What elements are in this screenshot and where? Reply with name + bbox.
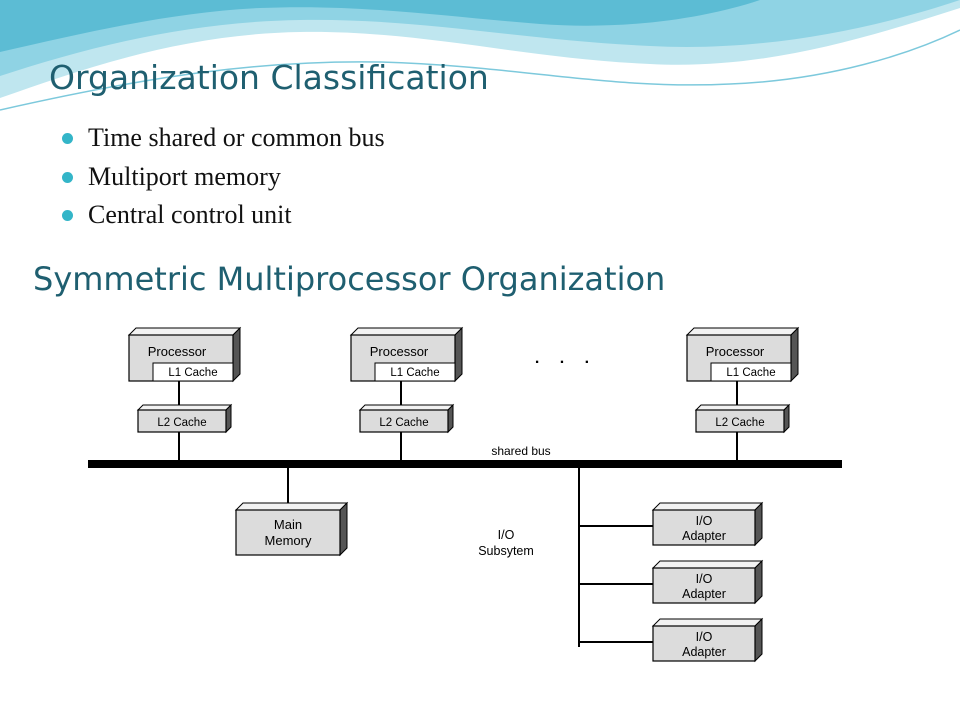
main-memory-node: Main Memory [234, 468, 349, 557]
bullet-item: Multiport memory [62, 159, 385, 198]
processor-label: Processor [370, 344, 429, 359]
io-adapter-3: I/O Adapter [651, 617, 764, 663]
main-memory-line2: Memory [265, 533, 312, 548]
l2-cache-label: L2 Cache [715, 417, 764, 429]
bullet-item: Central control unit [62, 197, 385, 236]
l2-cache-label: L2 Cache [157, 417, 206, 429]
io-subsystem-line2: Subsytem [478, 544, 534, 558]
processor-node-3: Processor L1 Cache L2 Cache [685, 326, 800, 460]
bullet-dot-icon [62, 171, 73, 183]
io-adapter-line1: I/O [696, 572, 713, 586]
io-adapter-line2: Adapter [682, 645, 726, 659]
io-adapter-line1: I/O [696, 514, 713, 528]
ellipsis: . . . [535, 350, 597, 367]
io-subsystem-line1: I/O [498, 528, 515, 542]
section-subtitle: Symmetric Multiprocessor Organization [33, 260, 666, 298]
io-adapter-line2: Adapter [682, 587, 726, 601]
bullet-item: Time shared or common bus [62, 120, 385, 159]
header-wave-decoration [0, 0, 960, 111]
io-adapter-1: I/O Adapter [651, 501, 764, 547]
processor-node-2: Processor L1 Cache L2 Cache [349, 326, 464, 460]
bullet-dot-icon [62, 133, 73, 144]
bullet-text: Central control unit [88, 200, 292, 229]
slide-title: Organization Classification [49, 58, 489, 97]
bullet-list: Time shared or common bus Multiport memo… [62, 120, 385, 236]
l2-cache-label: L2 Cache [379, 417, 428, 429]
processor-label: Processor [148, 344, 207, 359]
io-adapter-line1: I/O [696, 630, 713, 644]
l1-cache-label: L1 Cache [390, 367, 439, 379]
bullet-dot-icon [62, 210, 73, 221]
shared-bus [88, 460, 842, 468]
smp-diagram: Processor L1 Cache L2 Cache Processor L1… [88, 326, 842, 666]
shared-bus-label: shared bus [491, 444, 550, 458]
bullet-text: Time shared or common bus [88, 123, 385, 152]
main-memory-line1: Main [274, 517, 302, 532]
bullet-text: Multiport memory [88, 161, 281, 191]
l1-cache-label: L1 Cache [726, 367, 775, 379]
processor-node-1: Processor L1 Cache L2 Cache [127, 326, 242, 460]
processor-label: Processor [706, 344, 765, 359]
diagram-background [88, 326, 842, 666]
io-adapter-2: I/O Adapter [651, 559, 764, 605]
io-adapter-line2: Adapter [682, 529, 726, 543]
l1-cache-label: L1 Cache [168, 367, 217, 379]
io-subsystem: I/O Subsytem [478, 468, 653, 647]
